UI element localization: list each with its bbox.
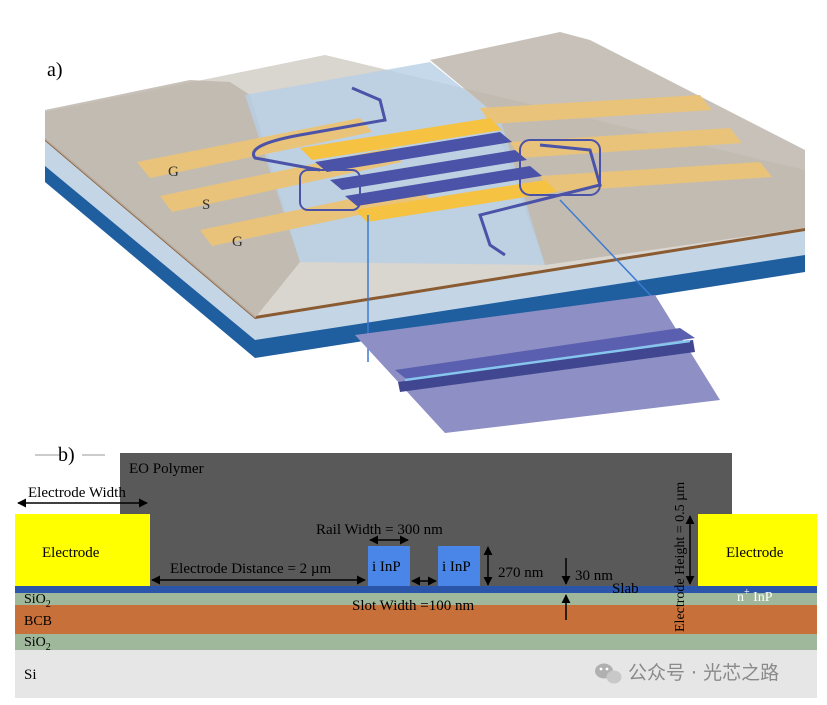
waveguide-output xyxy=(478,143,602,257)
panel-a-illustration: G S G xyxy=(45,32,805,433)
pad-label-g-bottom: G xyxy=(232,234,243,250)
inp-left-label: i InP xyxy=(372,559,401,575)
slot-width-label: Slot Width =100 nm xyxy=(352,598,475,614)
slab-layer xyxy=(15,586,817,593)
panel-b-cross-section: EO Polymer Electrode Width Electrode Ele… xyxy=(15,453,817,698)
substrate-layer-blue xyxy=(45,166,805,358)
layer-si xyxy=(15,650,817,698)
pad-right-1 xyxy=(480,95,712,124)
si-label: Si xyxy=(24,667,37,683)
eo-polymer-label: EO Polymer xyxy=(129,461,204,477)
rail-height-label: 270 nm xyxy=(498,565,544,581)
pad-label-s: S xyxy=(202,197,210,213)
bcb-label: BCB xyxy=(24,614,52,629)
inp-right-label: i InP xyxy=(442,559,471,575)
substrate-layer-light xyxy=(45,140,805,352)
electrode-left xyxy=(15,514,150,586)
waveguide-inset-rail-top xyxy=(395,328,695,382)
pad-right-2 xyxy=(510,128,742,158)
waveguide-loop-right xyxy=(519,139,601,196)
rail-3 xyxy=(345,166,542,206)
electrode-right-label: Electrode xyxy=(726,545,784,561)
electrode-left-label: Electrode xyxy=(42,545,100,561)
waveguide-input xyxy=(252,86,387,172)
sio2-bottom-label: SiO2 xyxy=(24,635,51,653)
slab-height-label: 30 nm xyxy=(575,568,613,584)
inp-rail-left xyxy=(368,546,410,586)
panel-a-label: a) xyxy=(47,59,63,81)
layer-sio2-top xyxy=(15,593,817,605)
rail-2 xyxy=(330,150,527,190)
slab-label: Slab xyxy=(612,581,639,597)
electrode-distance-label: Electrode Distance = 2 µm xyxy=(170,561,332,577)
layer-sio2-bottom xyxy=(15,634,817,650)
projection-line-right xyxy=(559,199,656,301)
waveguide-inset-rail-side xyxy=(398,340,695,392)
electrode-height-label: Electrode Height = 0.5 µm xyxy=(673,482,688,632)
layer-bcb xyxy=(15,605,817,634)
pad-label-g-top: G xyxy=(168,164,179,180)
rail-1 xyxy=(315,132,512,172)
watermark-text: 公众号 · 光芯之路 xyxy=(628,662,779,684)
inp-rail-right xyxy=(438,546,480,586)
electrode-top xyxy=(300,118,502,160)
sio2-top-label: SiO2 xyxy=(24,592,51,610)
waveguide-inset-slot xyxy=(404,339,691,382)
electrode-width-label: Electrode Width xyxy=(28,485,126,501)
rail-width-label: Rail Width = 300 nm xyxy=(316,522,443,538)
electrode-bottom xyxy=(355,180,557,222)
waveguide-loop-left xyxy=(299,169,361,211)
electrode-right xyxy=(698,514,817,586)
panel-b-label: b) xyxy=(58,444,75,466)
eo-polymer xyxy=(120,453,732,589)
watermark: 公众号 · 光芯之路 xyxy=(595,662,779,684)
n-inp-label: n+ InP xyxy=(737,587,773,605)
wechat-icon xyxy=(595,663,622,684)
